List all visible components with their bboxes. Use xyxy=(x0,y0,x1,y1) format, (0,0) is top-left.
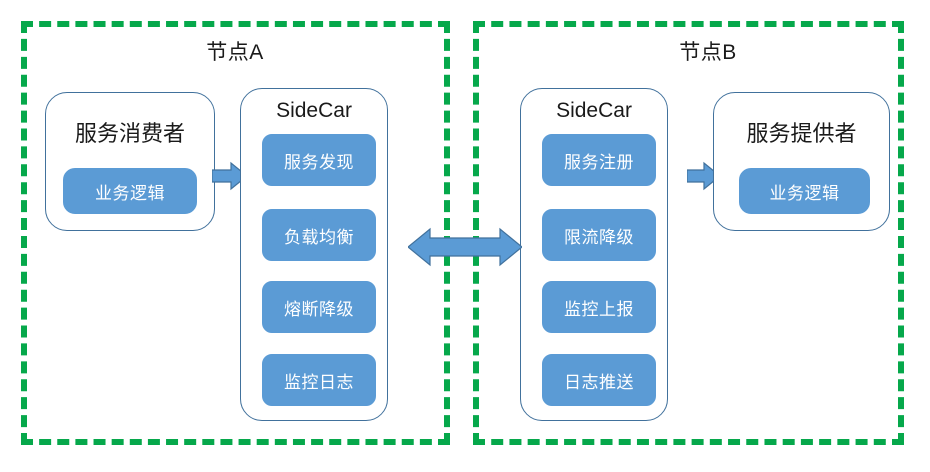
node-b-title: 节点B xyxy=(679,41,737,64)
sidecar-a-block-3[interactable]: 熔断降级 xyxy=(262,281,376,333)
sidecar-b-block-1[interactable]: 服务注册 xyxy=(542,134,656,186)
consumer-business-logic-block[interactable]: 业务逻辑 xyxy=(63,168,197,214)
arrow-consumer-to-sidecar-icon xyxy=(212,160,248,192)
sidecar-a-title: SideCar xyxy=(276,99,352,122)
node-zone-a xyxy=(21,21,450,445)
sidecar-a-block-2[interactable]: 负载均衡 xyxy=(262,209,376,261)
node-a-title: 节点A xyxy=(206,41,264,64)
sidecar-a-card[interactable]: SideCar 服务发现 负载均衡 熔断降级 监控日志 xyxy=(240,88,388,421)
service-consumer-title: 服务消费者 xyxy=(74,121,185,146)
node-zone-b xyxy=(473,21,904,445)
service-consumer-card[interactable]: 服务消费者 业务逻辑 xyxy=(45,92,215,231)
sidecar-b-block-3[interactable]: 监控上报 xyxy=(542,281,656,333)
arrow-sidecar-to-sidecar-bidirectional-icon xyxy=(408,225,522,269)
provider-business-logic-block[interactable]: 业务逻辑 xyxy=(739,168,870,214)
sidecar-a-block-1[interactable]: 服务发现 xyxy=(262,134,376,186)
sidecar-a-block-4[interactable]: 监控日志 xyxy=(262,354,376,406)
arrow-sidecar-to-provider-icon xyxy=(687,160,721,192)
sidecar-b-title: SideCar xyxy=(556,99,632,122)
sidecar-b-block-4[interactable]: 日志推送 xyxy=(542,354,656,406)
service-provider-card[interactable]: 服务提供者 业务逻辑 xyxy=(713,92,890,231)
sidecar-b-card[interactable]: SideCar 服务注册 限流降级 监控上报 日志推送 xyxy=(520,88,668,421)
service-provider-title: 服务提供者 xyxy=(746,121,857,146)
sidecar-b-block-2[interactable]: 限流降级 xyxy=(542,209,656,261)
